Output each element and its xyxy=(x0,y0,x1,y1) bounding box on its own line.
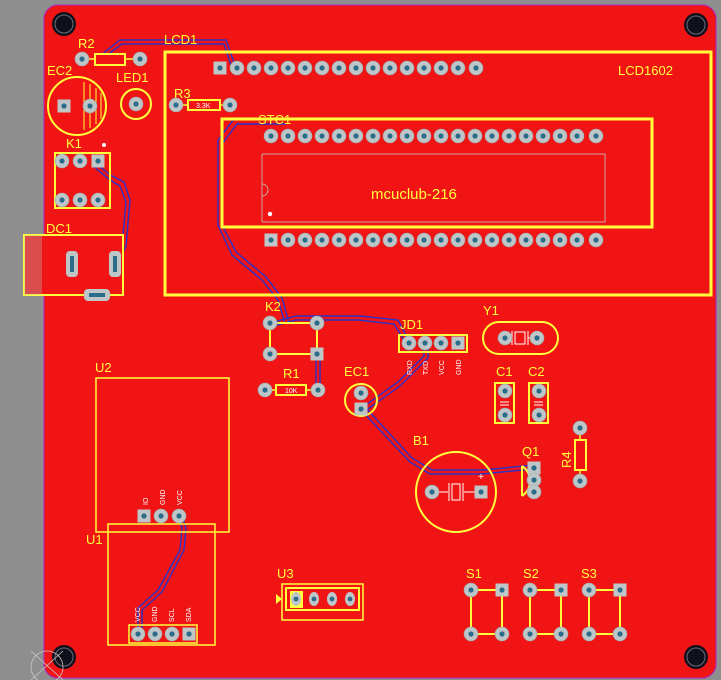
led1-led xyxy=(120,88,152,120)
led1-label: LED1 xyxy=(116,70,149,85)
r3-resistor: 3.3K xyxy=(168,97,238,113)
ec1-capacitor xyxy=(344,383,378,417)
b1-buzzer: + xyxy=(415,451,497,533)
b1-plus: + xyxy=(478,472,484,483)
c2-capacitor xyxy=(528,382,549,424)
stc1-body xyxy=(261,153,606,223)
dc1-label: DC1 xyxy=(46,221,72,236)
k1-switch xyxy=(54,143,111,209)
jd1-pin-txd: TXD xyxy=(423,361,430,375)
pcb-board xyxy=(43,4,717,679)
jd1-header: RXD TXD VCC GND xyxy=(398,334,468,375)
r2-label: R2 xyxy=(78,36,95,51)
s1-label: S1 xyxy=(466,566,482,581)
c1-label: C1 xyxy=(496,364,513,379)
r1-resistor: 10K xyxy=(257,382,326,398)
y1-label: Y1 xyxy=(483,303,499,318)
u1-pin-scl: SCL xyxy=(169,608,176,622)
q1-label: Q1 xyxy=(522,444,539,459)
s2-label: S2 xyxy=(523,566,539,581)
u2-pin-vcc: VCC xyxy=(177,490,184,505)
r1-label: R1 xyxy=(283,366,300,381)
origin-crosshair xyxy=(30,650,64,680)
jd1-label: JD1 xyxy=(400,317,423,332)
mounting-hole-top-left xyxy=(52,12,76,36)
dc1-jack xyxy=(23,234,124,301)
c2-label: C2 xyxy=(528,364,545,379)
u1-pin-gnd: GND xyxy=(152,606,159,622)
s3-switch xyxy=(581,582,628,642)
r2-resistor xyxy=(74,51,148,67)
mounting-hole-bottom-right xyxy=(684,645,708,669)
jd1-pin-gnd: GND xyxy=(456,359,463,375)
stc1-outline xyxy=(220,117,654,229)
u1-pin-sda: SDA xyxy=(186,607,193,622)
u1-label: U1 xyxy=(86,532,103,547)
c1-capacitor xyxy=(494,382,515,424)
r1-value: 10K xyxy=(285,388,298,395)
board-title: mcuclub-216 xyxy=(371,186,457,203)
jd1-pin-vcc: VCC xyxy=(439,360,446,375)
ec2-capacitor xyxy=(47,76,107,136)
u2-pin-io: IO xyxy=(143,497,150,505)
b1-label: B1 xyxy=(413,433,429,448)
r3-value: 3.3K xyxy=(196,103,211,110)
u2-label: U2 xyxy=(95,360,112,375)
stc1-pin1-dot xyxy=(267,211,273,217)
mounting-hole-top-right xyxy=(684,13,708,37)
lcd1-label: LCD1 xyxy=(164,32,197,47)
u2-pin-gnd: GND xyxy=(160,489,167,505)
k1-label: K1 xyxy=(66,136,82,151)
stc1-notch xyxy=(261,183,269,197)
lcd1602-label: LCD1602 xyxy=(618,63,673,78)
k2-label: K2 xyxy=(265,299,281,314)
q1-transistor xyxy=(521,461,542,500)
stc1-label: STC1 xyxy=(258,112,291,127)
s2-switch xyxy=(522,582,569,642)
u3-connector xyxy=(276,583,364,621)
s3-label: S3 xyxy=(581,566,597,581)
u3-label: U3 xyxy=(277,566,294,581)
s1-switch xyxy=(463,582,510,642)
jd1-pin-rxd: RXD xyxy=(407,360,414,375)
r3-label: R3 xyxy=(174,86,191,101)
r4-label: R4 xyxy=(559,451,574,468)
ec1-label: EC1 xyxy=(344,364,369,379)
u2-module: IO GND VCC xyxy=(95,377,230,533)
lcd1602-outline xyxy=(163,50,713,297)
y1-crystal xyxy=(482,321,559,355)
u1-module: VCC GND SCL SDA xyxy=(107,523,216,646)
ec2-label: EC2 xyxy=(47,63,72,78)
k2-switch xyxy=(262,315,325,362)
mounting-hole-bottom-left xyxy=(52,645,76,669)
u1-pin-vcc: VCC xyxy=(135,607,142,622)
r4-resistor xyxy=(572,420,588,489)
